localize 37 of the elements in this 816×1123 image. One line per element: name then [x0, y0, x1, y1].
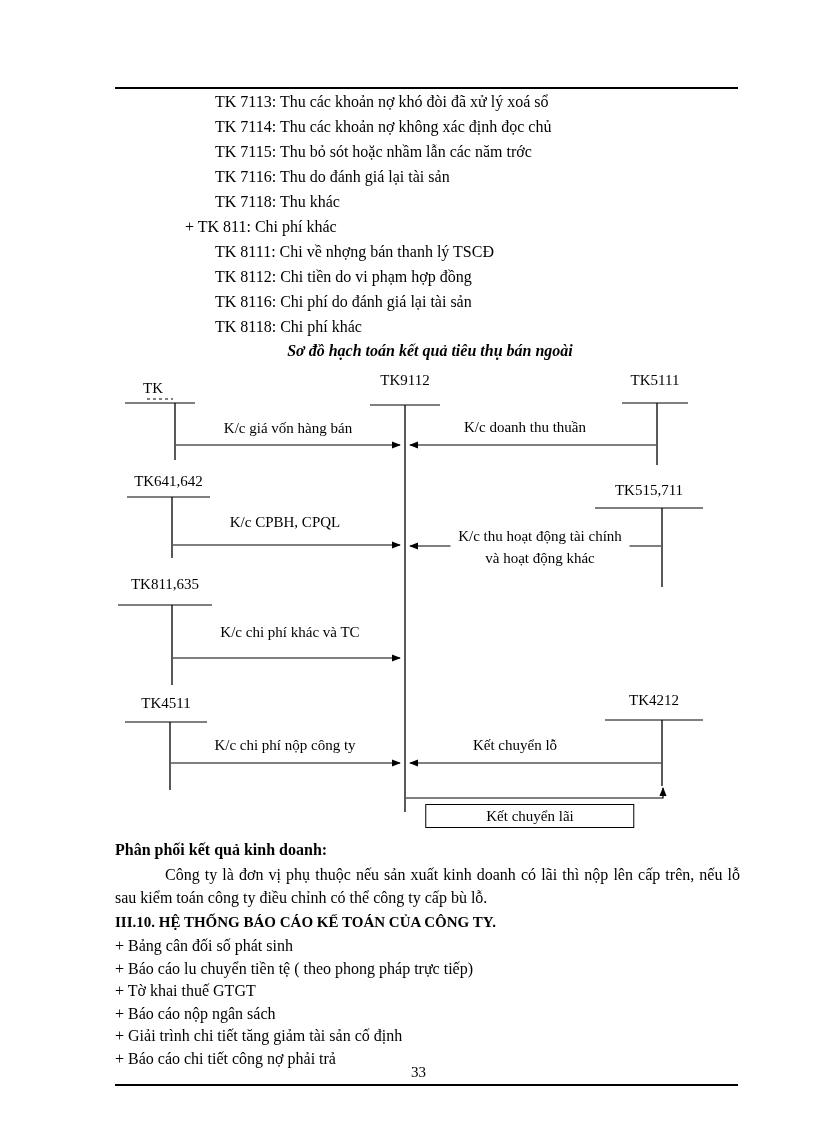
- section-heading: Phân phối kết quả kinh doanh:: [115, 840, 328, 860]
- list-item: TK 7114: Thu các khoản nợ không xác định đọc chủ: [215, 117, 552, 137]
- list-item: TK 7115: Thu bỏ sót hoặc nhầm lẫn các năm trớc: [215, 142, 532, 162]
- arrow: [409, 441, 657, 449]
- list-item: TK 7116: Thu do đánh giá lại tài sản: [215, 167, 450, 187]
- list-item: + Báo cáo lu chuyển tiền tệ ( theo phong pháp trực tiếp): [115, 958, 474, 979]
- list-item: + Báo cáo nộp ngân sách: [115, 1003, 276, 1024]
- account-name: TK9112: [380, 371, 430, 389]
- list-item: TK 8118: Chi phí khác: [215, 317, 362, 337]
- account-name: TK5111: [630, 371, 680, 389]
- account-name: TK4212: [629, 691, 679, 709]
- account-name: TK515,711: [614, 481, 684, 499]
- arrow: [409, 759, 662, 767]
- list-item: + Báo cáo chi tiết công nợ phải trả: [115, 1048, 336, 1069]
- account-name: TK641,642: [134, 472, 203, 490]
- arrow: [172, 654, 401, 662]
- arrow: [405, 787, 667, 799]
- account-name: TK: [143, 379, 163, 397]
- arrow: [175, 441, 401, 449]
- arrow: [170, 759, 401, 767]
- list-item: TK 7118: Thu khác: [215, 192, 340, 212]
- list-item: TK 8111: Chi về nhợng bán thanh lý TSCĐ: [215, 242, 494, 262]
- page-number: 33: [411, 1063, 426, 1082]
- list-item: TK 8112: Chi tiền do vi phạm hợp đồng: [215, 267, 472, 287]
- list-item: TK 7113: Thu các khoản nợ khó đòi đã xử lý xoá sổ: [215, 92, 549, 112]
- section-heading: III.10. HỆ THỐNG BÁO CÁO KẾ TOÁN CỦA CÔNG TY.: [115, 912, 496, 932]
- edge-label: Kết chuyển lãi: [425, 804, 635, 828]
- arrow: [172, 541, 401, 549]
- list-item: + TK 811: Chi phí khác: [185, 217, 337, 237]
- account-name: TK4511: [141, 694, 191, 712]
- list-item: + Giải trình chi tiết tăng giảm tài sản cố định: [115, 1026, 403, 1046]
- list-item: + Bảng cân đối số phát sinh: [115, 936, 293, 956]
- account-name: TK811,635: [130, 575, 200, 593]
- paragraph: Công ty là đơn vị phụ thuộc nếu sản xuất kinh doanh có lãi thì nộp lên cấp trên, nếu lỗ sau kiểm toán công ty điều chỉnh có thể công ty cấp bù lỗ.: [115, 865, 740, 909]
- list-item: TK 8116: Chi phí do đánh giá lại tài sản: [215, 292, 472, 312]
- list-item: + Tờ khai thuế GTGT: [115, 981, 256, 1001]
- diagram-title: Sơ đồ hạch toán kết quả tiêu thụ bán ngoài: [286, 341, 574, 361]
